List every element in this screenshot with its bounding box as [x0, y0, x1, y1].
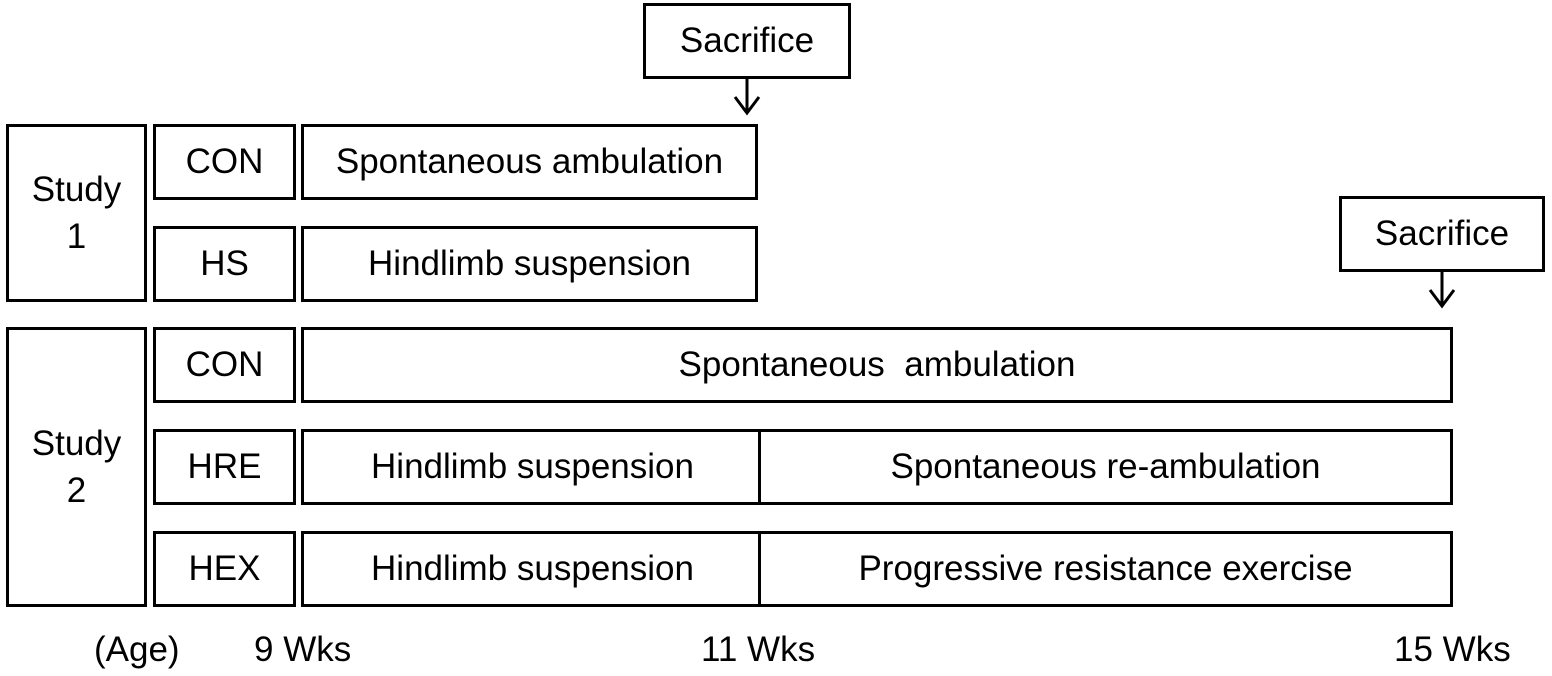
phase-spontaneous-re-ambulation: Spontaneous re-ambulation	[758, 429, 1453, 505]
phase-hindlimb-suspension-hre: Hindlimb suspension	[301, 429, 761, 505]
study-2-label: Study 2	[6, 327, 147, 607]
sacrifice-label: Sacrifice	[1374, 214, 1510, 254]
sacrifice-box-11wks: Sacrifice	[643, 3, 851, 79]
timepoint-15wks: 15 Wks	[1394, 630, 1511, 669]
group-hre: HRE	[153, 429, 296, 505]
phase-hindlimb-suspension-hs: Hindlimb suspension	[301, 226, 758, 302]
phase-spontaneous-ambulation-study1: Spontaneous ambulation	[301, 124, 758, 200]
timepoint-11wks: 11 Wks	[701, 630, 816, 669]
group-con-study2: CON	[153, 327, 296, 403]
sacrifice-label: Sacrifice	[679, 21, 815, 61]
phase-spontaneous-ambulation-study2: Spontaneous ambulation	[301, 327, 1453, 403]
group-hs: HS	[153, 226, 296, 302]
timepoint-9wks: 9 Wks	[254, 630, 352, 669]
study-1-label: Study 1	[6, 124, 147, 302]
group-con-study1: CON	[153, 124, 296, 200]
phase-progressive-resistance-exercise: Progressive resistance exercise	[758, 531, 1453, 607]
sacrifice-box-15wks: Sacrifice	[1339, 196, 1545, 272]
age-label: (Age)	[94, 630, 180, 669]
phase-hindlimb-suspension-hex: Hindlimb suspension	[301, 531, 761, 607]
group-hex: HEX	[153, 531, 296, 607]
